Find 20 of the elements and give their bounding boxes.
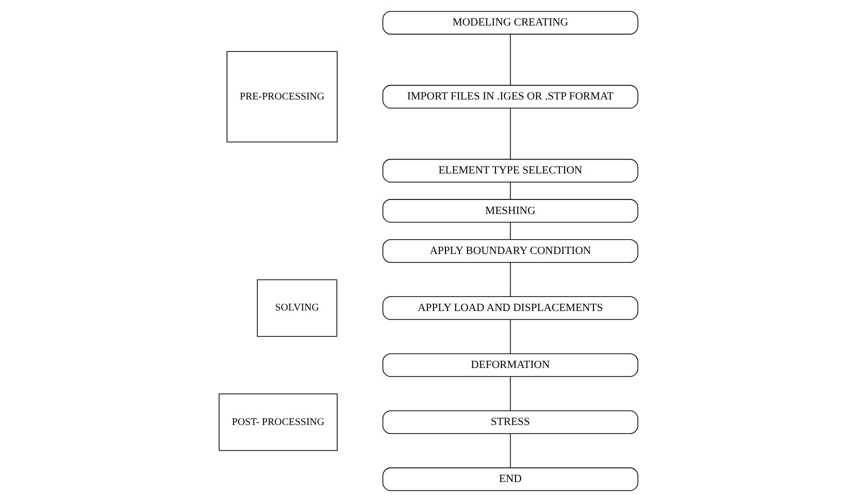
node-box: DEFORMATION [382, 353, 638, 377]
connector [510, 222, 511, 240]
connector [510, 433, 511, 468]
connector [510, 376, 511, 412]
connector [510, 182, 511, 200]
node-box: PRE-PROCESSING [226, 51, 338, 142]
node-box: MODELING CREATING [382, 10, 638, 35]
connector [510, 262, 511, 297]
node-box: APPLY LOAD AND DISPLACEMENTS [382, 296, 638, 320]
connector [510, 34, 511, 86]
node-box: END [382, 467, 638, 492]
connector [510, 108, 511, 160]
node-box: IMPORT FILES IN .IGES OR .STP FORMAT [382, 84, 638, 109]
node-box: MESHING [382, 199, 638, 223]
connector [510, 319, 511, 354]
node-box: SOLVING [256, 279, 338, 337]
node-box: ELEMENT TYPE SELECTION [382, 158, 638, 183]
node-box: STRESS [382, 410, 638, 434]
node-box: APPLY BOUNDARY CONDITION [382, 239, 638, 263]
node-box: POST- PROCESSING [218, 393, 338, 451]
